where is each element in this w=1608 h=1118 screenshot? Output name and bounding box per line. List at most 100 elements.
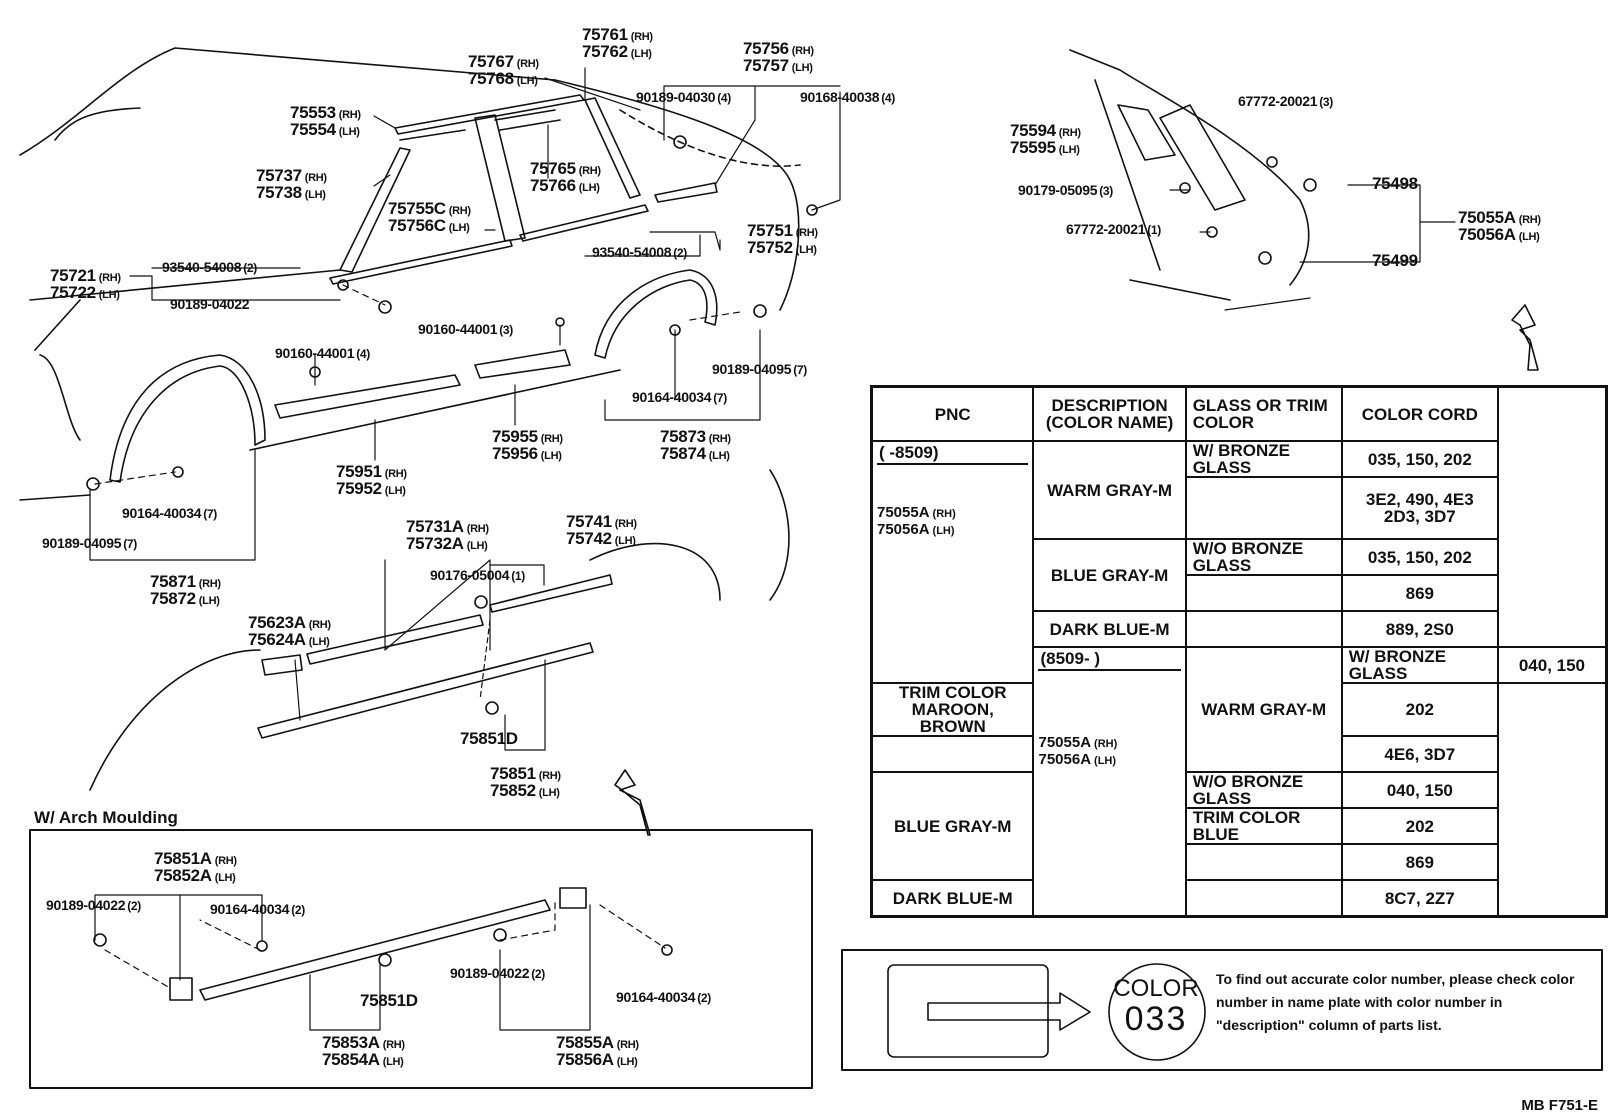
callout-90176-05004: 90176-05004(1) [430, 567, 526, 584]
callout-75756: 75756(RH) [743, 39, 814, 58]
side-mouldings [257, 574, 613, 739]
desc-dark-blue-2: DARK BLUE-M [870, 879, 1035, 918]
glass-cell [1184, 610, 1343, 648]
callout-90160-44001-4: 90160-44001(4) [275, 345, 371, 362]
page-code: MB F751-E [1521, 1097, 1598, 1114]
callout-75553: 75553(RH) [290, 103, 361, 122]
arch-moulding-box [29, 829, 813, 1089]
sill-plates [274, 349, 571, 419]
callout-75873: 75873(RH) [660, 427, 731, 446]
callout-75762: 75762(LH) [582, 42, 652, 61]
callout-75852A: 75852A(LH) [154, 866, 236, 885]
glass-cell: W/O BRONZE GLASS [1184, 771, 1343, 809]
glass-cell: W/ BRONZE GLASS [1184, 440, 1343, 478]
callout-75851A: 75851A(RH) [154, 849, 237, 868]
callout-90189-04030: 90189-04030(4) [636, 89, 732, 106]
color-cord-cell: 869 [1340, 843, 1499, 881]
callout-90179-05095: 90179-05095(3) [1018, 182, 1114, 199]
callout-75721: 75721(RH) [50, 266, 121, 285]
callout-75056A: 75056A(LH) [1458, 225, 1540, 244]
name-plate-illustration [841, 949, 1603, 1071]
callout-90189-04022-2b: 90189-04022(2) [450, 965, 546, 982]
callout-75623A: 75623A(RH) [248, 613, 331, 632]
color-cord-cell: 869 [1340, 574, 1499, 612]
callout-75554: 75554(LH) [290, 120, 360, 139]
color-cord-cell: 035, 150, 202 [1340, 538, 1499, 576]
callout-75752: 75752(LH) [747, 238, 817, 257]
arch-mouldings [109, 269, 718, 483]
color-cord-cell: 040, 150 [1496, 646, 1608, 684]
desc-warm-gray-1: WARM GRAY-M [1032, 440, 1187, 540]
callout-90189-04095-right: 90189-04095(7) [712, 361, 808, 378]
callout-75742: 75742(LH) [566, 529, 636, 548]
pnc-group-2: (8509- ) 75055A(RH)75056A(LH) [1032, 646, 1187, 918]
callout-75731A: 75731A(RH) [406, 517, 489, 536]
callout-75737: 75737(RH) [256, 166, 327, 185]
desc-blue-gray-2: BLUE GRAY-M [870, 771, 1035, 881]
callout-75756C: 75756C(LH) [388, 216, 470, 235]
color-cord-cell: 202 [1340, 807, 1499, 845]
color-note: To find out accurate color number, pleas… [1216, 971, 1575, 1033]
callout-75768: 75768(LH) [468, 69, 538, 88]
callout-75874: 75874(LH) [660, 444, 730, 463]
callout-75761: 75761(RH) [582, 25, 653, 44]
desc-blue-gray-1: BLUE GRAY-M [1032, 538, 1187, 612]
callout-90160-44001-3: 90160-44001(3) [418, 321, 514, 338]
color-code-table: PNC DESCRIPTION(COLOR NAME) GLASS OR TRI… [870, 385, 1608, 918]
callout-93540-54008-b: 93540-54008(2) [592, 244, 688, 261]
color-cord-cell: 035, 150, 202 [1340, 440, 1499, 478]
header-color-cord: COLOR CORD [1340, 385, 1499, 442]
callout-75624A: 75624A(LH) [248, 630, 330, 649]
callout-75952: 75952(LH) [336, 479, 406, 498]
callout-90189-04095-left: 90189-04095(7) [42, 535, 138, 552]
callout-75757: 75757(LH) [743, 56, 813, 75]
glass-cell: TRIM COLOR BLUE [1184, 807, 1343, 845]
callout-75499: 75499 [1372, 251, 1418, 270]
color-cord-cell: 889, 2S0 [1340, 610, 1499, 648]
callout-75498: 75498 [1372, 174, 1418, 193]
arrow-up-right [1511, 304, 1539, 371]
callout-75732A: 75732A(LH) [406, 534, 488, 553]
glass-cell [1184, 476, 1343, 540]
callout-75766: 75766(LH) [530, 176, 600, 195]
callout-90164-40034-2b: 90164-40034(2) [616, 989, 712, 1006]
callout-75765: 75765(RH) [530, 159, 601, 178]
callout-90164-40034-left: 90164-40034(7) [122, 505, 218, 522]
window-mouldings [329, 94, 718, 285]
glass-cell: W/O BRONZE GLASS [1184, 538, 1343, 576]
color-cord-cell: 4E6, 3D7 [1340, 735, 1499, 773]
header-pnc: PNC [870, 385, 1035, 442]
callout-75951: 75951(RH) [336, 462, 407, 481]
callout-75741: 75741(RH) [566, 512, 637, 531]
callout-75855A: 75855A(RH) [556, 1033, 639, 1052]
arrow-up-left [614, 769, 651, 836]
callout-75856A: 75856A(LH) [556, 1050, 638, 1069]
quarter-window-detail [1069, 49, 1456, 311]
glass-cell: W/ BRONZE GLASS [1340, 646, 1499, 684]
color-cord-cell: 040, 150 [1340, 771, 1499, 809]
callout-67772-20021-1: 67772-20021(1) [1066, 221, 1162, 238]
callout-75055A: 75055A(RH) [1458, 208, 1541, 227]
callout-75738: 75738(LH) [256, 183, 326, 202]
callout-75595: 75595(LH) [1010, 138, 1080, 157]
glass-cell [1184, 574, 1343, 612]
callout-67772-20021-3: 67772-20021(3) [1238, 93, 1334, 110]
fasteners [86, 135, 818, 715]
section-label: W/ Arch Moulding [34, 808, 178, 827]
desc-dark-blue-1: DARK BLUE-M [1032, 610, 1187, 648]
callout-90164-40034-2a: 90164-40034(2) [210, 901, 306, 918]
desc-warm-gray-2: WARM GRAY-M [1184, 646, 1343, 773]
callout-75767: 75767(RH) [468, 52, 539, 71]
car-body-outline [19, 47, 801, 791]
color-cord-cell: 8C7, 2Z7 [1340, 879, 1499, 918]
callout-75751: 75751(RH) [747, 221, 818, 240]
callout-75851: 75851(RH) [490, 764, 561, 783]
callout-93540-54008-a: 93540-54008(2) [162, 259, 258, 276]
callout-90168-40038: 90168-40038(4) [800, 89, 896, 106]
callout-90189-04022: 90189-04022 [170, 296, 250, 312]
callout-90164-40034-right: 90164-40034(7) [632, 389, 728, 406]
callout-75872: 75872(LH) [150, 589, 220, 608]
color-badge: COLOR 033 [1113, 975, 1199, 1038]
color-cord-cell: 202 [1340, 682, 1499, 737]
